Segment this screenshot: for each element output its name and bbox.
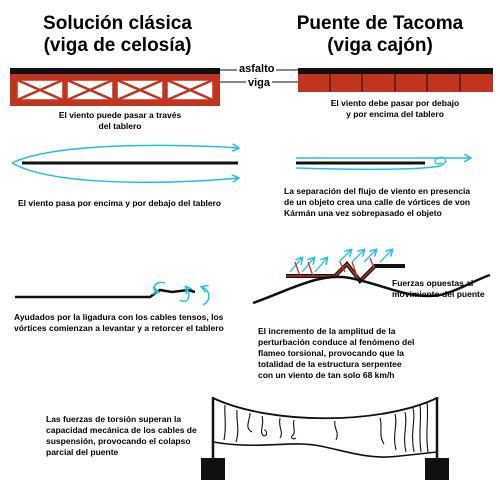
flow-around-deck (11, 145, 238, 184)
truss-caption-line1: El viento puede pasar a través (58, 110, 182, 120)
flutter-caption-line4: totalidad de la estructura serpentee (258, 359, 402, 369)
left-title-line2: (viga de celosía) (43, 35, 192, 56)
collapsed-bridge (201, 397, 449, 480)
box-caption-line1: El viento debe pasar por debajo (330, 98, 460, 108)
left-title-line1: Solución clásica (43, 13, 192, 34)
truss-beam (10, 68, 220, 106)
main-cable (212, 397, 438, 420)
cables-caption: Ayudados por la ligadura con los cables … (14, 312, 254, 334)
collapse-caption-line4: parcial del puente (46, 447, 119, 457)
right-title-line1: Puente de Tacoma (296, 13, 464, 34)
right-title: Puente de Tacoma (viga cajón) (260, 13, 500, 57)
forces-caption-line2: movimiento del puente (392, 289, 485, 299)
truss-asphalt (10, 68, 220, 74)
vortex-flow (295, 157, 470, 171)
twisting-deck (15, 281, 210, 306)
collapsed-deck (212, 441, 438, 458)
flutter-caption-line5: con un viento de tan solo 68 km/h (258, 370, 395, 380)
asfalto-label: asfalto (237, 63, 277, 75)
truss-caption: El viento puede pasar a través del table… (30, 110, 210, 132)
collapse-caption-line3: suspensión, provocando el colapso (46, 436, 191, 446)
left-title: Solución clásica (viga de celosía) (0, 13, 235, 57)
viga-label: viga (246, 77, 273, 89)
opposing-forces (286, 250, 405, 285)
forces-caption-line1: Fuerzas opuestas al (392, 278, 474, 288)
left-pier (201, 458, 225, 480)
box-girder-beam (298, 68, 493, 92)
flutter-caption-line1: El incremento de la amplitud de la (258, 326, 396, 336)
box-caption: El viento debe pasar por debajo y por en… (300, 98, 490, 120)
flutter-caption-line2: perturbación conduce al fenómeno del (258, 337, 415, 347)
flow-caption: El viento pasa por encima y por debajo d… (18, 198, 222, 208)
box-stiffeners (329, 74, 461, 92)
truss-caption-line2: del tablero (98, 121, 142, 131)
flutter-caption-line3: flameo torsional, provocando que la (258, 348, 404, 358)
cables-caption-line1: Ayudados por la ligadura con los cables … (14, 312, 224, 322)
box-caption-line2: y por encima del tablero (346, 109, 444, 119)
serpentine-deck (252, 273, 491, 305)
box-asphalt (298, 68, 493, 74)
cables-caption-line2: vórtices comienzan a levantar y a retorc… (14, 323, 224, 333)
broken-hangers (223, 401, 429, 453)
right-pier (425, 458, 449, 480)
flutter-caption: El incremento de la amplitud de la pertu… (258, 326, 498, 381)
vortex-caption-line3: Kármán una vez sobrepasado el objeto (284, 208, 442, 218)
vortex-caption: La separación del flujo de viento en pre… (284, 186, 499, 219)
forces-caption: Fuerzas opuestas al movimiento del puent… (392, 278, 500, 300)
vortex-caption-line1: La separación del flujo de viento en pre… (284, 186, 471, 196)
collapse-caption-line1: Las fuerzas de torsión superan la (46, 414, 182, 424)
truss-diagonals (16, 78, 214, 102)
collapse-caption: Las fuerzas de torsión superan la capaci… (46, 414, 206, 458)
collapse-caption-line2: capacidad mecánica de los cables de (46, 425, 197, 435)
vortex-caption-line2: de un objeto crea una calle de vórtices … (284, 197, 471, 207)
right-title-line2: (viga cajón) (327, 35, 433, 56)
